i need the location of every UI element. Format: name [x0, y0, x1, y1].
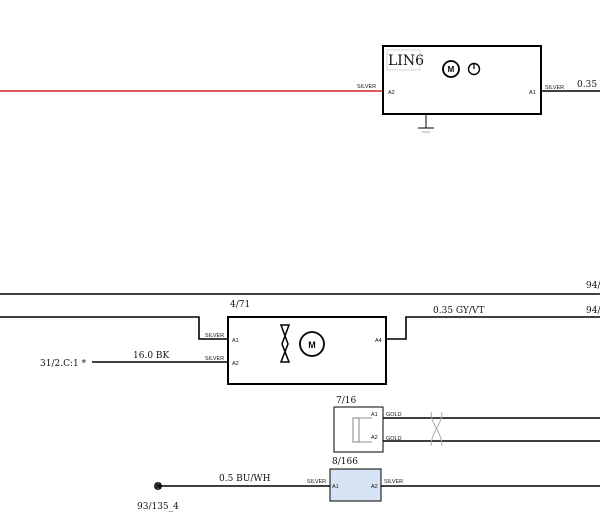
fan-motor-icon-letter: M	[308, 340, 316, 350]
bus-wire-second-label: 94/	[586, 306, 600, 316]
splice-label: 93/135_4	[137, 502, 179, 512]
c716-inner-icon	[352, 417, 360, 443]
fan-motor-icon	[299, 331, 325, 357]
c716-module	[333, 406, 384, 453]
c716-pin-a1: A1	[371, 412, 378, 418]
c8166-right-color: SILVER	[384, 479, 403, 485]
c471-right-wire-label: 0.35 GY/VT	[433, 306, 484, 316]
lin6-right-pin: A1	[529, 90, 536, 96]
sensor-icon	[467, 62, 481, 76]
twisted-pair-icon-2	[430, 411, 443, 447]
lin6-title: LIN6	[388, 53, 424, 69]
lin6-left-pin: A2	[388, 90, 395, 96]
wire-16bk-label: 16.0 BK	[133, 351, 170, 361]
c471-a2-color: SILVER	[205, 356, 224, 362]
c8166-pin-a2: A2	[371, 484, 378, 490]
c471-module	[227, 316, 387, 385]
lin6-left-wire-color: SILVER	[357, 84, 376, 90]
c471-pin-a1: A1	[232, 338, 239, 344]
c8166-wire-label: 0.5 BU/WH	[219, 474, 271, 484]
c716-pin-a2: A2	[371, 435, 378, 441]
c716-a1-color: GOLD	[386, 412, 402, 418]
c471-a1-wire	[0, 316, 228, 340]
bus-wire-top-label: 94/	[586, 281, 600, 291]
c471-ref: 4/71	[230, 300, 250, 310]
c8166-ref: 8/166	[332, 457, 358, 467]
motor-icon	[442, 60, 460, 78]
c716-ref: 7/16	[336, 396, 356, 406]
c8166-pin-a1: A1	[332, 484, 339, 490]
wire-16bk-origin: 31/2.C:1 *	[40, 359, 87, 369]
lin6-title-box	[386, 49, 421, 71]
c471-pin-a2: A2	[232, 361, 239, 367]
lin6-module	[382, 45, 542, 115]
c471-pin-a4: A4	[375, 338, 382, 344]
c716-a2-color: GOLD	[386, 436, 402, 442]
lin6-right-wire-size: 0.35	[577, 80, 597, 90]
c471-a1-color: SILVER	[205, 333, 224, 339]
fan-icon	[279, 324, 291, 363]
motor-icon-letter: M	[448, 65, 455, 74]
c8166-left-color: SILVER	[307, 479, 326, 485]
lin6-right-wire-color: SILVER	[545, 85, 564, 91]
c8166-connector	[329, 468, 382, 502]
c471-a4-wire	[386, 316, 600, 340]
